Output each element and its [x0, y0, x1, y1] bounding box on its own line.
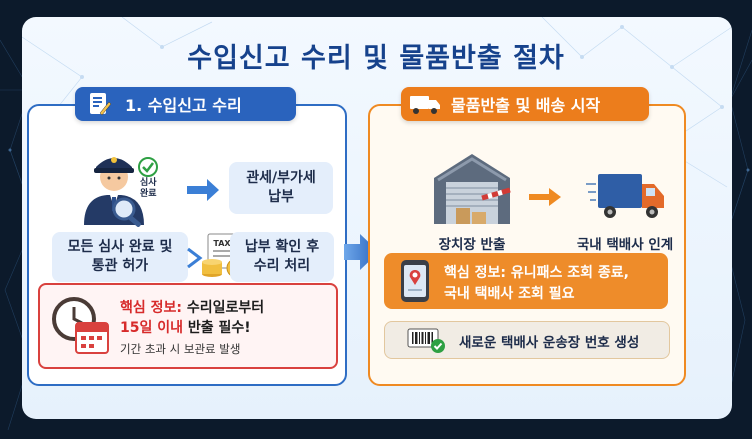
customs-clearance-header: 1. 수입신고 수리: [75, 87, 296, 121]
page-title: 수입신고 수리 및 물품반출 절차: [187, 43, 565, 74]
arrow-right-icon: [187, 179, 219, 201]
tax-doc-text: TAX: [213, 239, 231, 248]
alert-line3: 기간 초과 시 보관료 발생: [120, 342, 241, 356]
tracking-number-label: 새로운 택배사 운송장 번호 생성: [459, 335, 640, 351]
orange-arrow-right-icon: [529, 188, 561, 206]
tax-document-coins-icon: TAX $: [202, 233, 246, 278]
alert-line1: 수리일로부터: [182, 300, 265, 316]
customs-officer-icon: [84, 157, 144, 227]
review-done-label: 심사 완료: [140, 178, 157, 199]
unipass-info-line2: 국내 택배사 조회 필요: [444, 286, 575, 302]
key-info-alert: 핵심 정보: 수리일로부터 15일 이내 반출 필수! 기간 초과 시 보관료 …: [38, 283, 338, 369]
clock-calendar-icon: [52, 297, 109, 354]
release-delivery-header: 물품반출 및 배송 시작: [401, 87, 649, 121]
warehouse-icon: [434, 154, 511, 224]
customs-clearance-title: 1. 수입신고 수리: [125, 96, 242, 115]
unipass-info-box: 핵심 정보: 유니패스 조회 종료, 국내 택배사 조회 필요: [384, 253, 668, 309]
release-delivery-title: 물품반출 및 배송 시작: [451, 96, 601, 115]
tax-payment-box: 관세/부가세 납부: [229, 162, 333, 214]
unipass-info-line1: 핵심 정보: 유니패스 조회 종료,: [444, 265, 629, 281]
big-arrow-right-icon: [344, 234, 379, 270]
truck-icon: [586, 174, 664, 218]
review-clearance-box: 모든 심사 완료 및 통관 허가: [52, 232, 188, 282]
barcode-check-icon: [407, 328, 445, 353]
alert-deadline: 15일 이내: [120, 320, 183, 336]
check-icon: [138, 157, 158, 177]
tracking-number-box: 새로운 택배사 운송장 번호 생성: [384, 321, 670, 359]
alert-line2: 반출 필수!: [183, 320, 251, 336]
warehouse-label: 장치장 반출: [438, 237, 506, 253]
phone-location-icon: [401, 260, 429, 302]
payment-confirm-box: 납부 확인 후 수리 처리: [230, 232, 334, 282]
document-pen-icon: [81, 90, 117, 118]
truck-label: 국내 택배사 인계: [576, 237, 674, 253]
arrow-right-icon-2: [187, 247, 203, 269]
alert-key-label: 핵심 정보:: [120, 300, 182, 316]
delivery-truck-icon: [407, 90, 443, 118]
